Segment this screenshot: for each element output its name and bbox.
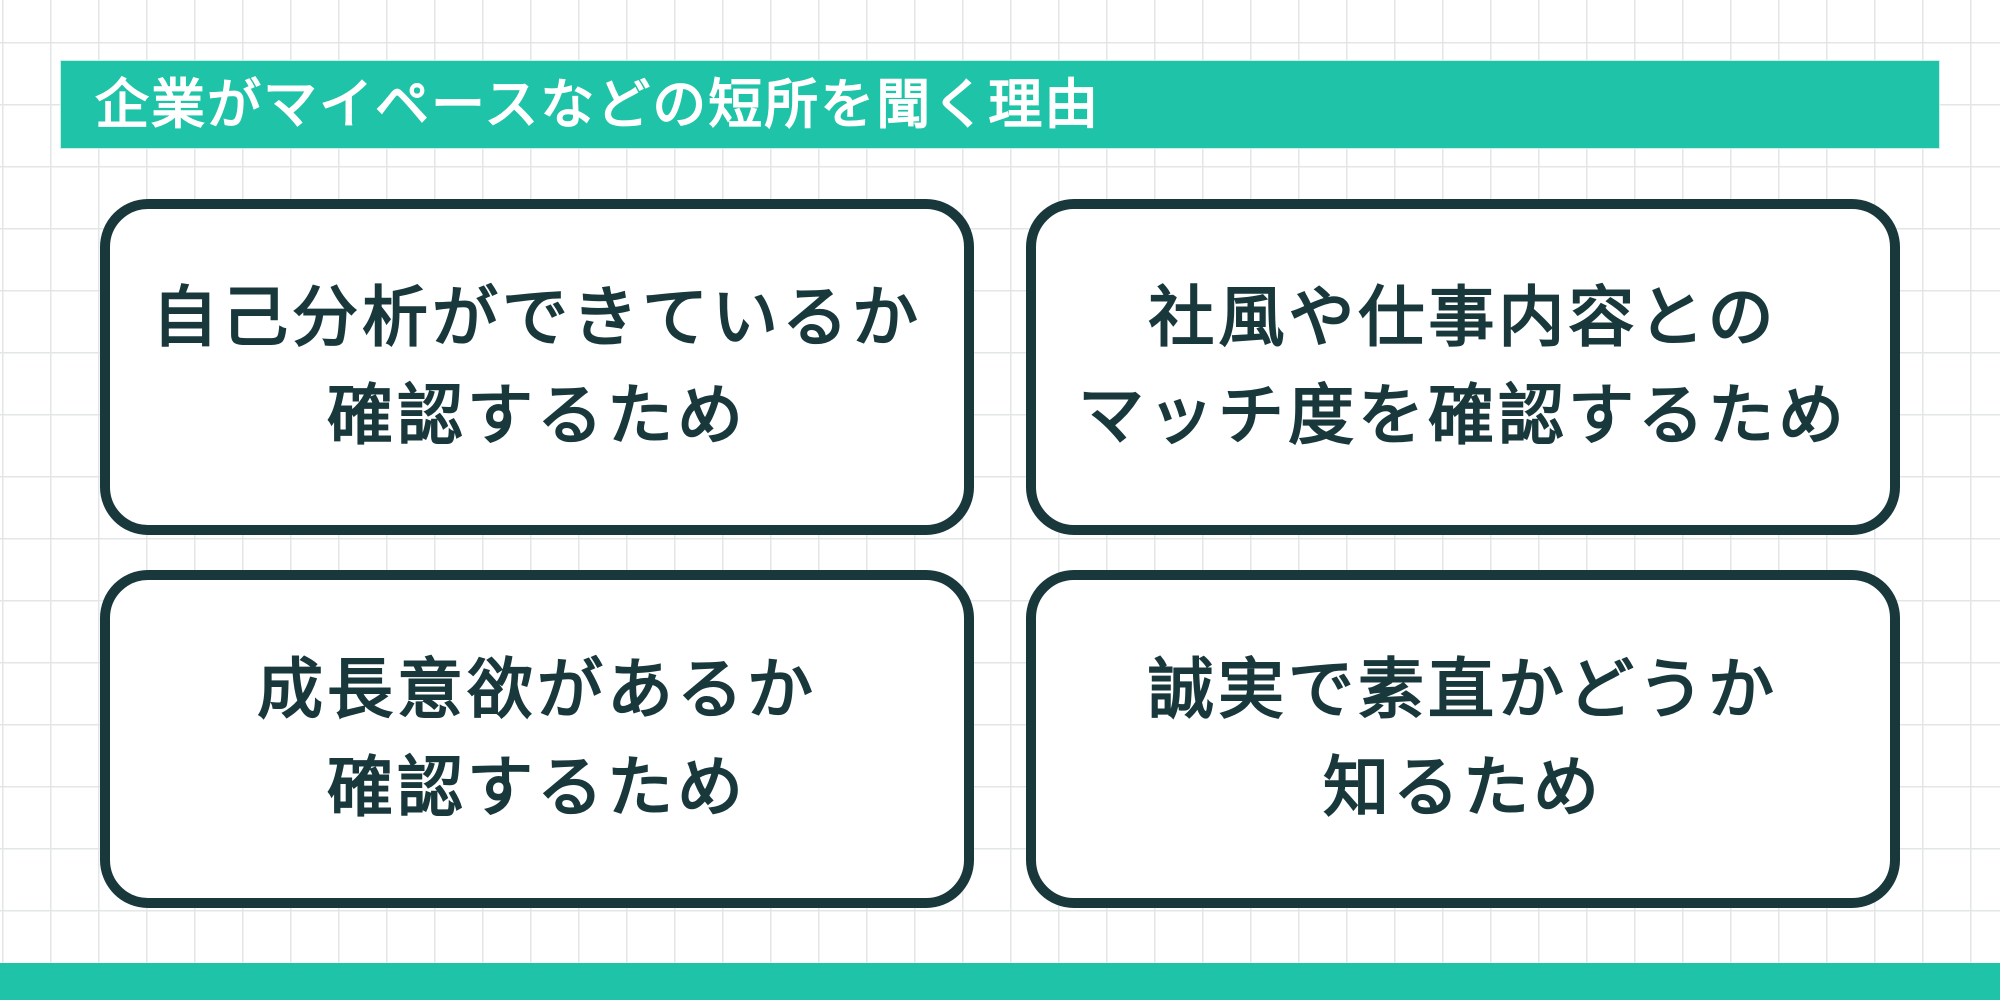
- card-text-line: 自己分析ができているか: [152, 279, 922, 356]
- reason-card-culture-match: 社風や仕事内容との マッチ度を確認するため: [1026, 199, 1900, 535]
- card-text-line: 誠実で素直かどうか: [1148, 651, 1778, 728]
- title-banner: 企業がマイペースなどの短所を聞く理由: [60, 60, 1940, 149]
- reason-card-growth-motivation: 成長意欲があるか 確認するため: [100, 570, 974, 908]
- card-text-line: 成長意欲があるか: [257, 651, 817, 728]
- footer-band: [0, 963, 2000, 1000]
- reason-card-self-analysis: 自己分析ができているか 確認するため: [100, 199, 974, 535]
- page-title: 企業がマイペースなどの短所を聞く理由: [95, 72, 1101, 136]
- reason-card-honesty: 誠実で素直かどうか 知るため: [1026, 570, 1900, 908]
- card-text-line: 確認するため: [327, 377, 747, 454]
- card-text-line: 知るため: [1323, 749, 1603, 826]
- card-text-line: マッチ度を確認するため: [1078, 377, 1848, 454]
- card-text-line: 社風や仕事内容との: [1148, 279, 1778, 356]
- card-text-line: 確認するため: [327, 749, 747, 826]
